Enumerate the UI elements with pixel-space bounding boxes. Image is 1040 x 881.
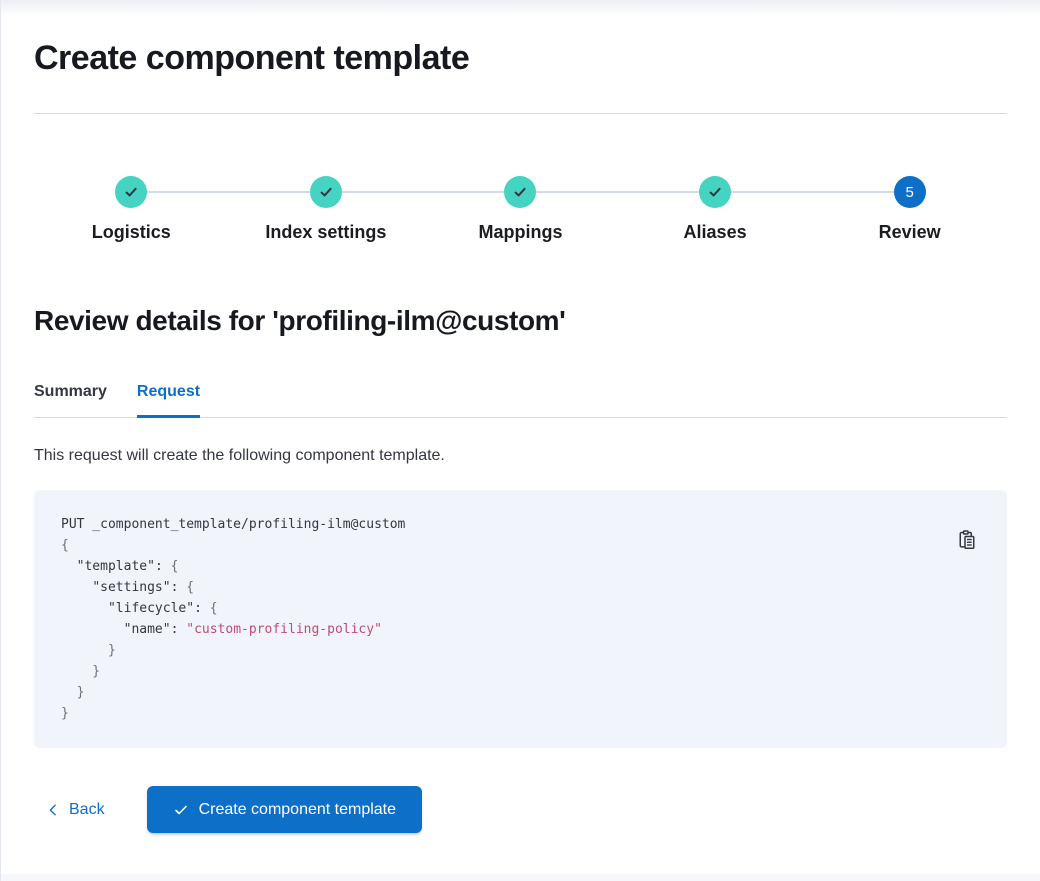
step-circle (699, 176, 732, 208)
code-line: PUT _component_template/profiling-ilm@cu… (61, 517, 406, 532)
back-button-label: Back (69, 800, 105, 818)
step-circle: 5 (893, 176, 926, 208)
copy-clipboard-icon (959, 530, 975, 549)
create-component-template-button[interactable]: Create component template (146, 786, 423, 833)
code-line: } (61, 643, 116, 658)
step-connector (812, 191, 894, 193)
tab-request[interactable]: Request (136, 380, 201, 418)
code-line: "lifecycle": { (107, 601, 218, 616)
chevron-left-icon (49, 803, 56, 816)
page-title: Create component template (34, 39, 470, 77)
step-circle (115, 176, 148, 208)
copy-button[interactable] (955, 528, 979, 552)
request-code-block: PUT _component_template/profiling-ilm@cu… (34, 490, 1007, 748)
step-connector (147, 191, 229, 193)
step-connector (228, 191, 310, 193)
step-aliases[interactable]: Aliases (617, 176, 813, 244)
step-index-settings[interactable]: Index settings (228, 176, 424, 244)
back-button[interactable]: Back (46, 801, 105, 819)
step-circle (504, 176, 537, 208)
step-label: Index settings (265, 222, 387, 242)
code-line: } (61, 685, 85, 700)
step-circle (309, 176, 342, 208)
step-label: Review (878, 222, 941, 242)
title-divider (34, 113, 1007, 114)
check-icon (320, 187, 332, 197)
create-button-label: Create component template (198, 800, 397, 818)
step-indicator (34, 176, 229, 208)
code-line: "template": { (76, 559, 179, 574)
code-line: { (61, 538, 69, 553)
check-icon (174, 805, 187, 814)
tab-bar: Summary Request (34, 380, 1007, 418)
step-label: Mappings (478, 222, 563, 242)
step-connector (536, 191, 618, 193)
check-icon (709, 187, 721, 197)
step-connector (423, 191, 505, 193)
step-connector (341, 191, 424, 193)
step-connector (617, 191, 700, 193)
code-line: "settings": { (92, 580, 195, 595)
step-label: Aliases (683, 222, 747, 242)
request-description: This request will create the following c… (34, 447, 445, 464)
step-indicator (423, 176, 618, 208)
check-icon (125, 187, 137, 197)
step-connector (731, 191, 813, 193)
step-mappings[interactable]: Mappings (423, 176, 618, 244)
review-heading: Review details for 'profiling-ilm@custom… (34, 305, 566, 336)
step-label: Logistics (91, 222, 171, 242)
step-indicator (228, 176, 424, 208)
step-logistics[interactable]: Logistics (34, 176, 229, 244)
request-code: PUT _component_template/profiling-ilm@cu… (61, 514, 947, 724)
footer-actions: Back Create component template (34, 786, 1007, 833)
tab-summary[interactable]: Summary (34, 380, 107, 417)
check-icon (515, 187, 527, 197)
code-line: } (61, 664, 101, 679)
code-line: "name": "custom-profiling-policy" (123, 622, 382, 637)
step-indicator: 5 (812, 176, 1007, 208)
code-line: } (61, 706, 69, 721)
step-indicator (617, 176, 813, 208)
